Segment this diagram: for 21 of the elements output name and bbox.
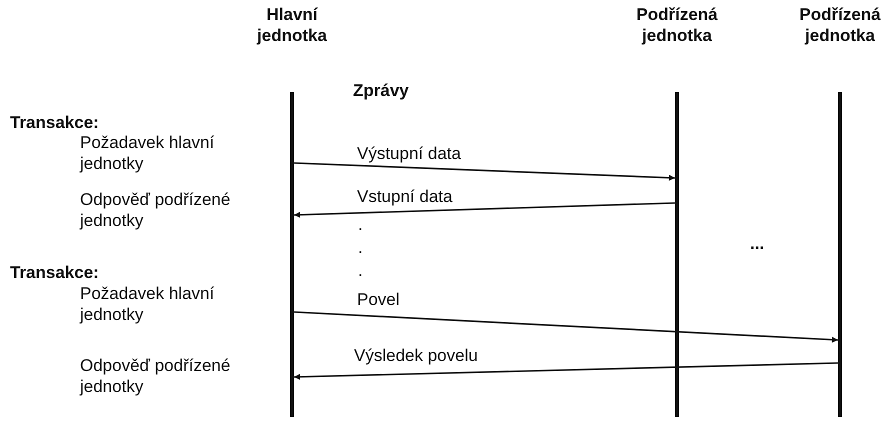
message-arrow <box>294 162 676 181</box>
heading-text: Transakce: <box>10 262 99 283</box>
edge-label: Vstupní data <box>355 187 454 207</box>
note-text: Požadavek hlavní jednotky <box>80 132 216 174</box>
ellipsis-dot: . <box>358 260 363 281</box>
lifeline-label: Podřízená jednotka <box>798 4 882 46</box>
edge-label: Výstupní data <box>355 144 463 164</box>
edge-label: Výsledek povelu <box>352 346 480 366</box>
heading-text: ... <box>750 233 764 254</box>
lifeline-label: Podřízená jednotka <box>635 4 719 46</box>
ellipsis-dot: . <box>358 237 363 258</box>
message-arrow <box>294 311 838 343</box>
message-arrow <box>294 202 676 218</box>
heading-text: Zprávy <box>353 80 409 101</box>
message-arrow <box>294 362 838 380</box>
ellipsis-dot: . <box>358 214 363 235</box>
lifeline-label: Hlavní jednotka <box>256 4 328 46</box>
note-text: Odpověď podřízené jednotky <box>80 355 232 397</box>
note-text: Požadavek hlavní jednotky <box>80 283 216 325</box>
heading-text: Transakce: <box>10 112 99 133</box>
note-text: Odpověď podřízené jednotky <box>80 189 232 231</box>
